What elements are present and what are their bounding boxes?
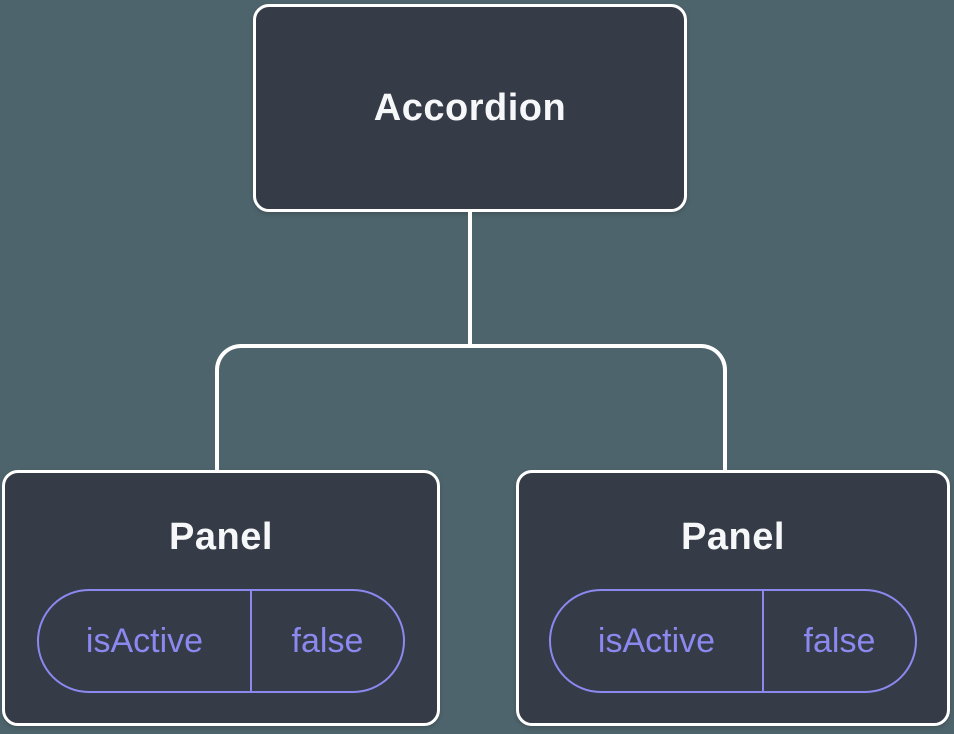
panel-2-state-pill: isActive false (549, 589, 917, 693)
panel-1-state-value: false (291, 621, 364, 660)
panel-1-label: Panel (169, 516, 273, 558)
connector-bracket (215, 344, 727, 470)
panel-1-state-key: isActive (39, 591, 252, 691)
panel-2-label: Panel (681, 516, 785, 558)
connector-stem (468, 210, 472, 346)
node-panel-1: Panel isActive false (2, 470, 440, 726)
panel-1-state-pill: isActive false (37, 589, 405, 693)
accordion-node-label: Accordion (373, 87, 567, 129)
node-accordion: Accordion (253, 4, 687, 212)
panel-2-state-value: false (803, 621, 876, 660)
panel-2-state-key: isActive (551, 591, 764, 691)
node-panel-2: Panel isActive false (516, 470, 950, 726)
